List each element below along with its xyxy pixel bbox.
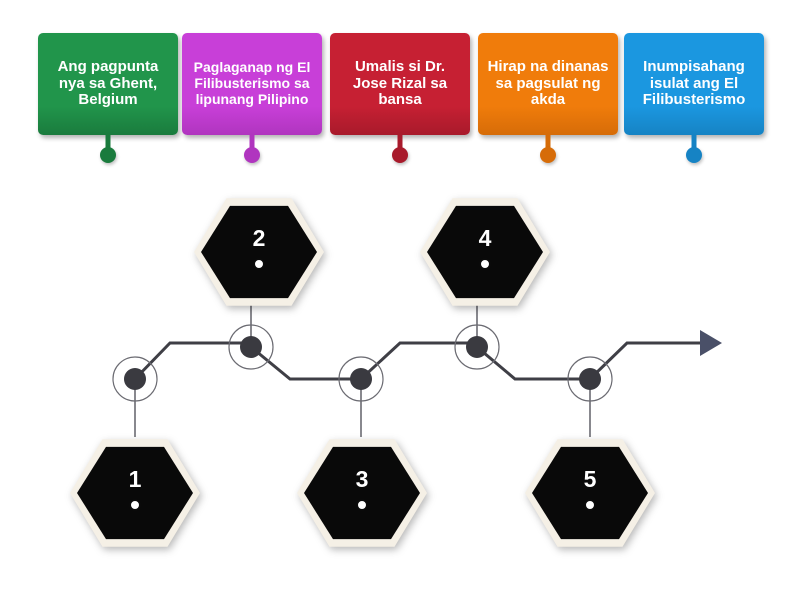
timeline-path [133, 341, 700, 381]
answer-card-label: Umalis si Dr. Jose Rizal sa bansa [352, 57, 448, 109]
hexagon-drop-dot-icon[interactable] [129, 499, 141, 511]
answer-card-pin-knob [540, 147, 556, 163]
answer-card-pin [392, 135, 408, 165]
answer-card-pin-stem [545, 135, 551, 153]
hexagon-slot-5[interactable]: 5 [525, 437, 655, 549]
answer-card-pin [686, 135, 702, 165]
answer-card-pin [540, 135, 556, 165]
timeline-stems [134, 300, 591, 437]
answer-card-label: Paglaganap ng El Filibusterismo sa lipun… [193, 59, 311, 107]
answer-card-pin-stem [249, 135, 255, 153]
answer-card-pin-stem [397, 135, 403, 153]
answer-card-pin [244, 135, 260, 165]
answer-card-label: Hirap na dinanas sa pagsulat ng akda [487, 57, 609, 109]
answer-card-5[interactable]: Inumpisahang isulat ang El Filibusterism… [624, 33, 764, 163]
timeline-node-ring [454, 324, 500, 370]
hexagon-drop-dot-icon[interactable] [584, 499, 596, 511]
timeline-node-ring [228, 324, 274, 370]
timeline-node-ring [338, 356, 384, 402]
timeline-node-ring [567, 356, 613, 402]
hexagon-slot-1[interactable]: 1 [70, 437, 200, 549]
answer-card-pin [100, 135, 116, 165]
hexagon-drop-dot-icon[interactable] [356, 499, 368, 511]
answer-card-pin-knob [244, 147, 260, 163]
answer-card-2[interactable]: Paglaganap ng El Filibusterismo sa lipun… [182, 33, 322, 163]
answer-card-pin-stem [105, 135, 111, 153]
answer-card-pin-stem [691, 135, 697, 153]
answer-card-1[interactable]: Ang pagpunta nya sa Ghent, Belgium [38, 33, 178, 163]
timeline-node-ring [112, 356, 158, 402]
timeline-node-dot-2[interactable] [240, 336, 262, 358]
timeline-node-dot-4[interactable] [466, 336, 488, 358]
timeline-nodes [112, 324, 613, 402]
hexagon-slot-3[interactable]: 3 [297, 437, 427, 549]
hexagon-slot-4[interactable]: 4 [420, 196, 550, 308]
hexagon-drop-dot-icon[interactable] [479, 258, 491, 270]
answer-card-4[interactable]: Hirap na dinanas sa pagsulat ng akda [478, 33, 618, 163]
answer-card-pin-knob [100, 147, 116, 163]
timeline-arrow-icon [700, 330, 722, 356]
hexagon-body [304, 446, 420, 540]
answer-card-label: Inumpisahang isulat ang El Filibusterism… [642, 57, 746, 109]
answer-card-pin-knob [392, 147, 408, 163]
hexagon-slot-2[interactable]: 2 [194, 196, 324, 308]
answer-card-3[interactable]: Umalis si Dr. Jose Rizal sa bansa [330, 33, 470, 163]
timeline-node-dot-5[interactable] [579, 368, 601, 390]
answer-card-label: Ang pagpunta nya sa Ghent, Belgium [57, 57, 159, 109]
answer-card-pin-knob [686, 147, 702, 163]
timeline-node-dot-3[interactable] [350, 368, 372, 390]
timeline-node-dot-1[interactable] [124, 368, 146, 390]
hexagon-drop-dot-icon[interactable] [253, 258, 265, 270]
